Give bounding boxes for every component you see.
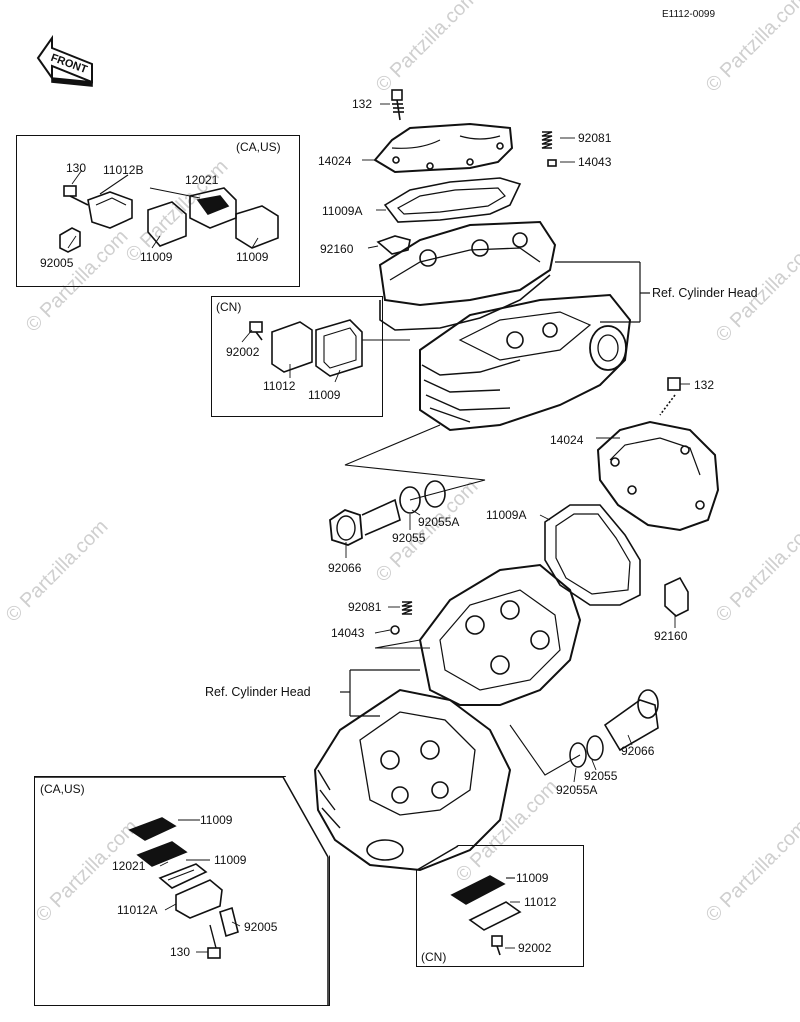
part-label: 11009 bbox=[140, 250, 173, 264]
part-label: 11009A bbox=[322, 204, 363, 218]
part-label: 92005 bbox=[244, 920, 278, 934]
part-label: 92055 bbox=[392, 531, 426, 545]
part-label: 14024 bbox=[318, 154, 352, 168]
part-label: 14024 bbox=[550, 433, 584, 447]
ca-us-bottom-label: (CA,US) bbox=[40, 782, 85, 796]
part-label: 11012B bbox=[103, 163, 144, 177]
part-label: 11009 bbox=[516, 871, 549, 885]
cn-top-label: (CN) bbox=[216, 300, 242, 314]
part-label: 92002 bbox=[226, 345, 260, 359]
cn-bottom-label: (CN) bbox=[421, 950, 447, 964]
part-label: 11009 bbox=[214, 853, 247, 867]
ca-us-top-box bbox=[16, 135, 300, 287]
part-label: 92002 bbox=[518, 941, 552, 955]
part-label: 132 bbox=[694, 378, 715, 392]
part-label: 92066 bbox=[621, 744, 655, 758]
part-label: 11012 bbox=[263, 379, 296, 393]
part-label: 11009A bbox=[486, 508, 527, 522]
part-label: 14043 bbox=[578, 155, 612, 169]
diagram-code: E1112-0099 bbox=[662, 9, 716, 20]
part-label: 11012 bbox=[524, 895, 557, 909]
front-arrow-icon bbox=[36, 34, 93, 87]
part-label: 14043 bbox=[331, 626, 365, 640]
part-label: 130 bbox=[66, 161, 87, 175]
part-label: 92081 bbox=[348, 600, 382, 614]
part-label: 12021 bbox=[112, 859, 146, 873]
part-label: 11009 bbox=[200, 813, 233, 827]
part-label: 92055A bbox=[418, 515, 460, 529]
part-label: 92066 bbox=[328, 561, 362, 575]
ca-us-top-label: (CA,US) bbox=[236, 140, 281, 154]
part-label: 92055A bbox=[556, 783, 598, 797]
part-label: 11009 bbox=[308, 388, 341, 402]
ref-cylinder-head-top: Ref. Cylinder Head bbox=[652, 286, 758, 300]
part-label: 92055 bbox=[584, 769, 618, 783]
cn-bottom-box bbox=[416, 845, 584, 967]
cover-14024-top bbox=[373, 122, 514, 174]
part-label: 130 bbox=[170, 945, 191, 959]
part-label: 12021 bbox=[185, 173, 219, 187]
part-label: 92160 bbox=[654, 629, 688, 643]
part-label: 11009 bbox=[236, 250, 269, 264]
cn-top-box bbox=[211, 296, 383, 417]
ref-cylinder-head-bottom: Ref. Cylinder Head bbox=[205, 685, 311, 699]
part-label: 92160 bbox=[320, 242, 354, 256]
part-label: 92005 bbox=[40, 256, 74, 270]
part-label: 11012A bbox=[117, 903, 158, 917]
part-label: 92081 bbox=[578, 131, 612, 145]
part-label: 132 bbox=[352, 97, 373, 111]
